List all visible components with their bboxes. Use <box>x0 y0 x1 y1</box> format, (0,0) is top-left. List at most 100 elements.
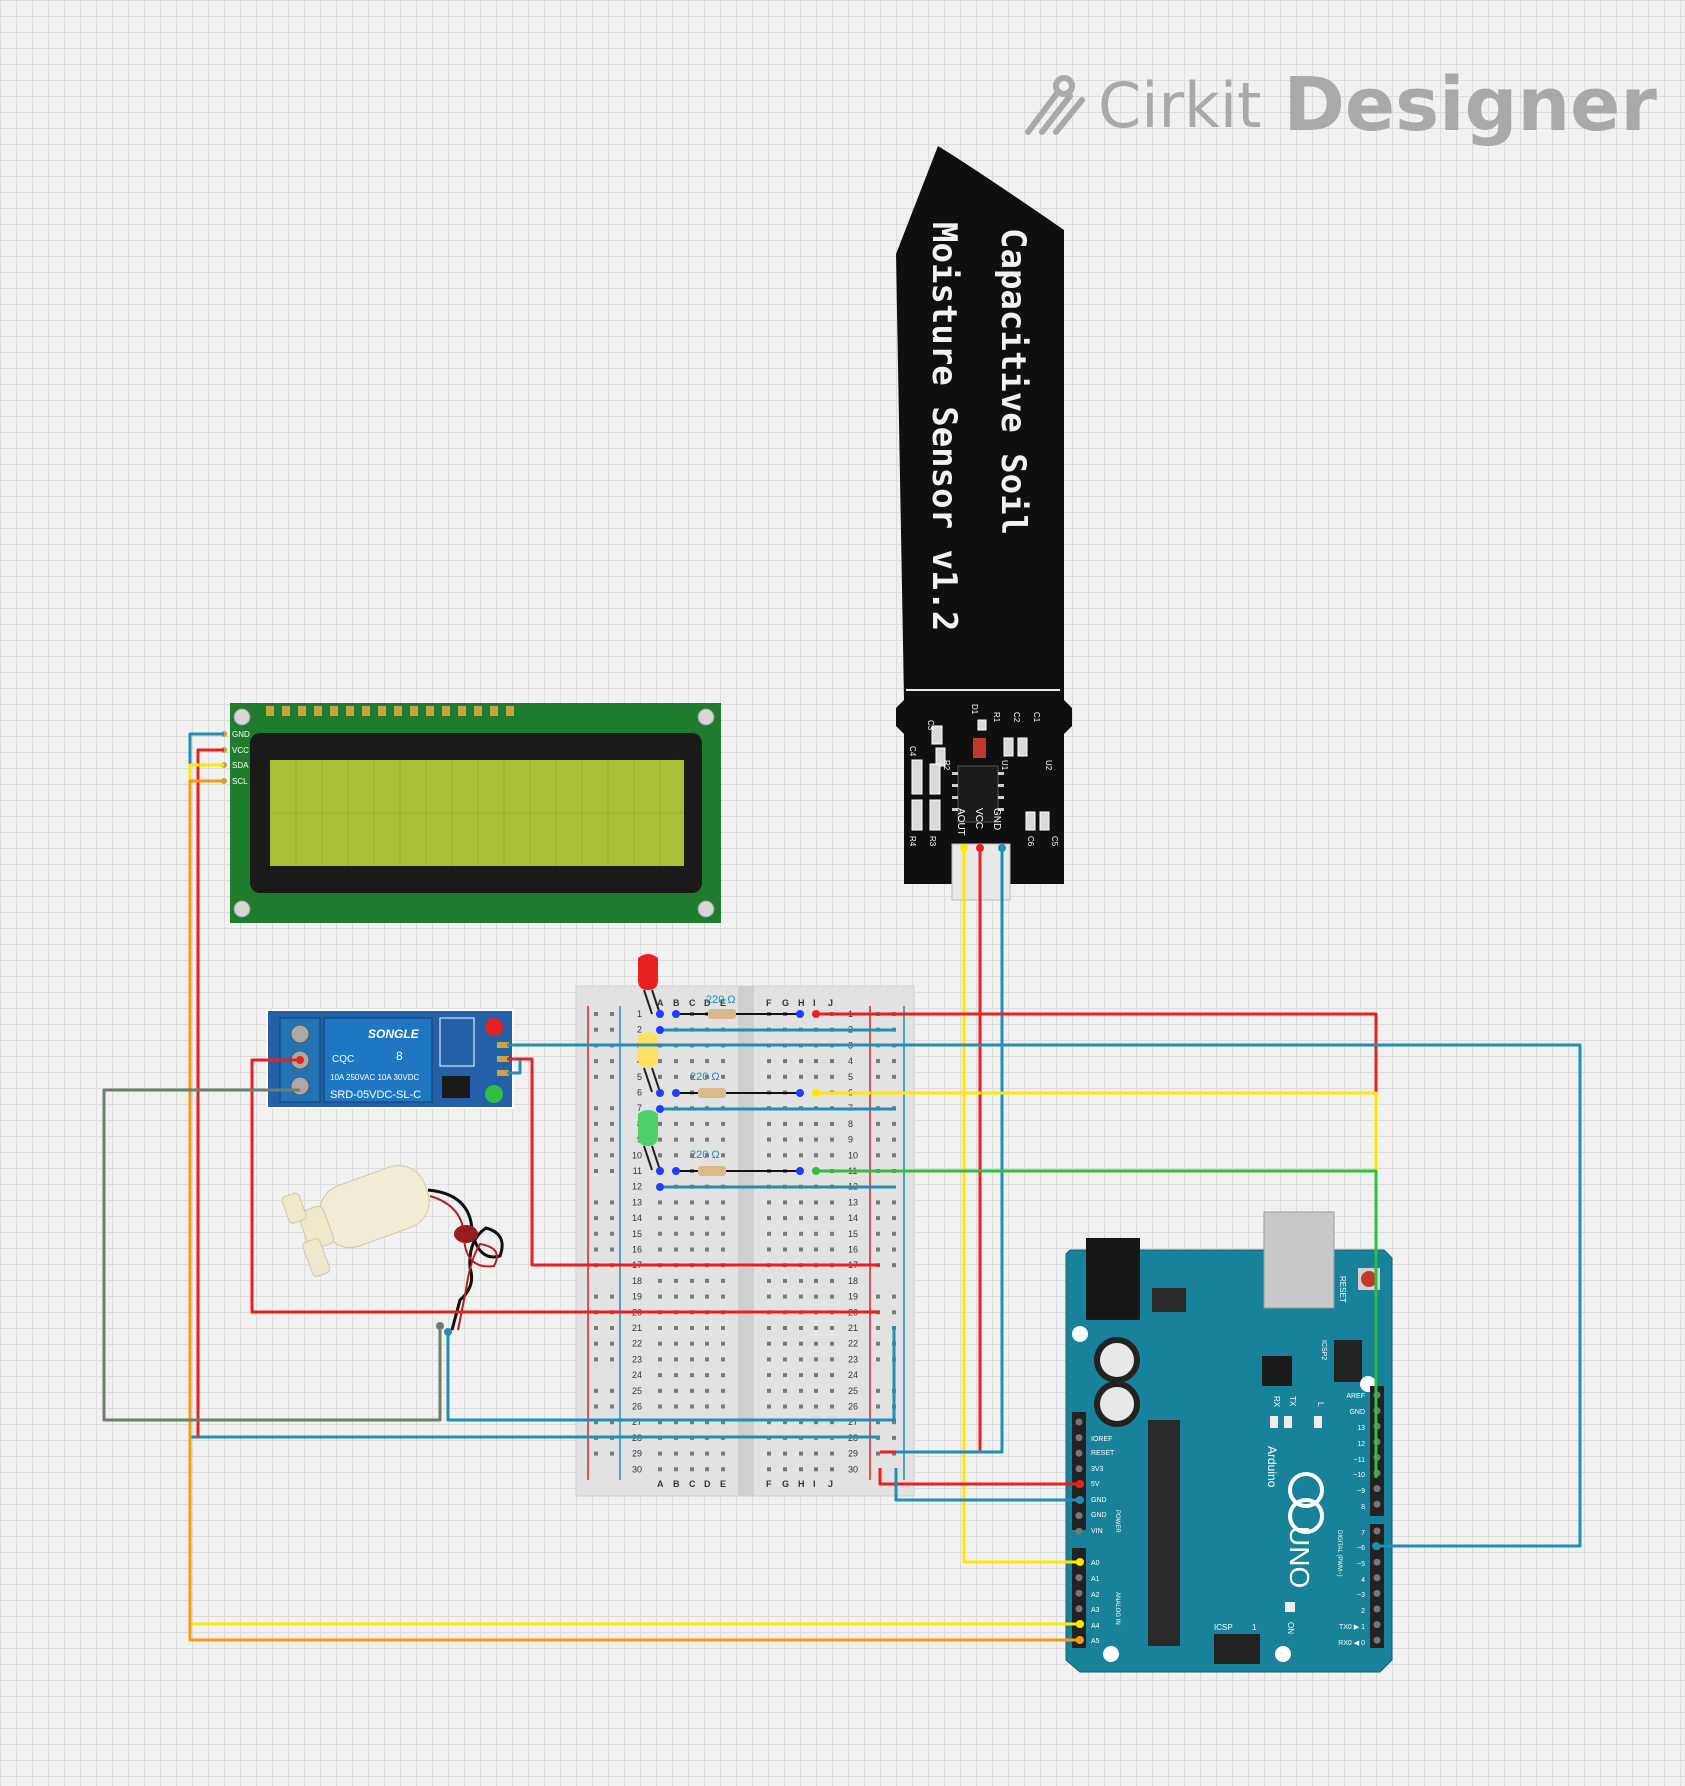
breadboard-hole[interactable] <box>721 1278 725 1283</box>
breadboard-rail-hole[interactable] <box>594 1404 598 1409</box>
breadboard-hole[interactable] <box>705 1404 709 1409</box>
breadboard-hole[interactable] <box>783 1200 787 1205</box>
breadboard-hole[interactable] <box>783 1388 787 1393</box>
breadboard-hole[interactable] <box>783 1074 787 1079</box>
breadboard-rail-hole[interactable] <box>892 1216 896 1221</box>
breadboard-rail-hole[interactable] <box>594 1420 598 1425</box>
breadboard-hole[interactable] <box>705 1326 709 1330</box>
breadboard-rail-hole[interactable] <box>594 1326 598 1330</box>
breadboard-hole[interactable] <box>830 1247 834 1252</box>
breadboard-hole[interactable] <box>814 1216 818 1221</box>
breadboard-rail-hole[interactable] <box>876 1388 880 1393</box>
breadboard-hole[interactable] <box>783 1216 787 1221</box>
breadboard-rail-hole[interactable] <box>876 1404 880 1409</box>
breadboard-hole[interactable] <box>658 1388 662 1393</box>
breadboard-hole[interactable] <box>783 1420 787 1425</box>
breadboard-rail-hole[interactable] <box>892 1247 896 1252</box>
breadboard-hole[interactable] <box>705 1467 709 1472</box>
breadboard-rail-hole[interactable] <box>610 1357 614 1362</box>
breadboard-rail-hole[interactable] <box>892 1451 896 1456</box>
breadboard-hole[interactable] <box>690 1326 694 1330</box>
breadboard-hole[interactable] <box>674 1074 678 1079</box>
breadboard-rail-hole[interactable] <box>610 1341 614 1346</box>
breadboard-rail-hole[interactable] <box>610 1012 614 1016</box>
breadboard-hole[interactable] <box>799 1231 803 1236</box>
breadboard-hole[interactable] <box>690 1247 694 1252</box>
breadboard-hole[interactable] <box>830 1388 834 1393</box>
breadboard-hole[interactable] <box>767 1247 771 1252</box>
breadboard-hole[interactable] <box>783 1247 787 1252</box>
breadboard-rail-hole[interactable] <box>610 1153 614 1158</box>
breadboard-hole[interactable] <box>658 1373 662 1378</box>
breadboard-rail-hole[interactable] <box>594 1294 598 1299</box>
breadboard-hole[interactable] <box>674 1231 678 1236</box>
breadboard-hole[interactable] <box>767 1059 771 1064</box>
arduino-header-pin[interactable] <box>1373 1605 1381 1613</box>
breadboard-rail-hole[interactable] <box>594 1059 598 1064</box>
breadboard-hole[interactable] <box>690 1294 694 1299</box>
breadboard-hole[interactable] <box>799 1121 803 1126</box>
breadboard-hole[interactable] <box>721 1137 725 1142</box>
breadboard-rail-hole[interactable] <box>610 1027 614 1032</box>
breadboard-hole[interactable] <box>721 1216 725 1221</box>
breadboard-rail-hole[interactable] <box>892 1059 896 1064</box>
breadboard-hole[interactable] <box>814 1200 818 1205</box>
breadboard-hole[interactable] <box>674 1373 678 1378</box>
breadboard-hole[interactable] <box>705 1420 709 1425</box>
breadboard-rail-hole[interactable] <box>594 1388 598 1393</box>
breadboard-hole[interactable] <box>830 1326 834 1330</box>
led-yellow[interactable] <box>638 1032 661 1093</box>
arduino-header-pin[interactable] <box>1075 1434 1083 1442</box>
breadboard-hole[interactable] <box>783 1451 787 1456</box>
breadboard-hole[interactable] <box>814 1357 818 1362</box>
breadboard-hole[interactable] <box>799 1200 803 1205</box>
breadboard-hole[interactable] <box>799 1326 803 1330</box>
breadboard-hole[interactable] <box>830 1278 834 1283</box>
breadboard-hole[interactable] <box>814 1153 818 1158</box>
arduino-header-pin[interactable] <box>1373 1574 1381 1582</box>
breadboard-rail-hole[interactable] <box>594 1200 598 1205</box>
relay-terminal-no[interactable] <box>290 1024 310 1044</box>
breadboard-hole[interactable] <box>830 1357 834 1362</box>
breadboard-hole[interactable] <box>814 1247 818 1252</box>
breadboard-hole[interactable] <box>767 1137 771 1142</box>
breadboard-hole[interactable] <box>721 1074 725 1079</box>
breadboard-hole[interactable] <box>799 1216 803 1221</box>
breadboard-hole[interactable] <box>658 1420 662 1425</box>
arduino-header-pin[interactable] <box>1075 1418 1083 1426</box>
breadboard-rail-hole[interactable] <box>876 1153 880 1158</box>
breadboard-hole[interactable] <box>814 1278 818 1283</box>
breadboard-hole[interactable] <box>830 1373 834 1378</box>
soil-moisture-sensor[interactable]: Capacitive Soil Moisture Sensor v1.2 C3 … <box>896 146 1072 901</box>
breadboard-hole[interactable] <box>799 1247 803 1252</box>
breadboard-hole[interactable] <box>783 1294 787 1299</box>
breadboard-hole[interactable] <box>705 1153 709 1158</box>
breadboard-hole[interactable] <box>767 1451 771 1456</box>
breadboard-hole[interactable] <box>705 1373 709 1378</box>
breadboard-hole[interactable] <box>783 1326 787 1330</box>
breadboard-hole[interactable] <box>674 1451 678 1456</box>
breadboard-rail-hole[interactable] <box>594 1341 598 1346</box>
breadboard-rail-hole[interactable] <box>610 1388 614 1393</box>
breadboard-rail-hole[interactable] <box>876 1137 880 1142</box>
arduino-header-pin[interactable] <box>1373 1500 1381 1508</box>
breadboard-rail-hole[interactable] <box>892 1435 896 1440</box>
breadboard-rail-hole[interactable] <box>876 1216 880 1221</box>
breadboard-hole[interactable] <box>690 1420 694 1425</box>
arduino-uno[interactable]: RESET ICSP2 ICSP 1 Arduino UNO ON TX RX … <box>1065 1211 1393 1673</box>
breadboard-hole[interactable] <box>690 1200 694 1205</box>
breadboard-rail-hole[interactable] <box>876 1294 880 1299</box>
breadboard-hole[interactable] <box>674 1341 678 1346</box>
breadboard-rail-hole[interactable] <box>876 1059 880 1064</box>
breadboard-hole[interactable] <box>658 1153 662 1158</box>
breadboard-hole[interactable] <box>674 1247 678 1252</box>
breadboard-hole[interactable] <box>814 1341 818 1346</box>
breadboard-hole[interactable] <box>783 1341 787 1346</box>
breadboard-hole[interactable] <box>705 1247 709 1252</box>
breadboard-hole[interactable] <box>814 1294 818 1299</box>
breadboard-rail-hole[interactable] <box>610 1420 614 1425</box>
breadboard-hole[interactable] <box>658 1341 662 1346</box>
breadboard-hole[interactable] <box>674 1467 678 1472</box>
breadboard-hole[interactable] <box>674 1357 678 1362</box>
breadboard-hole[interactable] <box>799 1294 803 1299</box>
